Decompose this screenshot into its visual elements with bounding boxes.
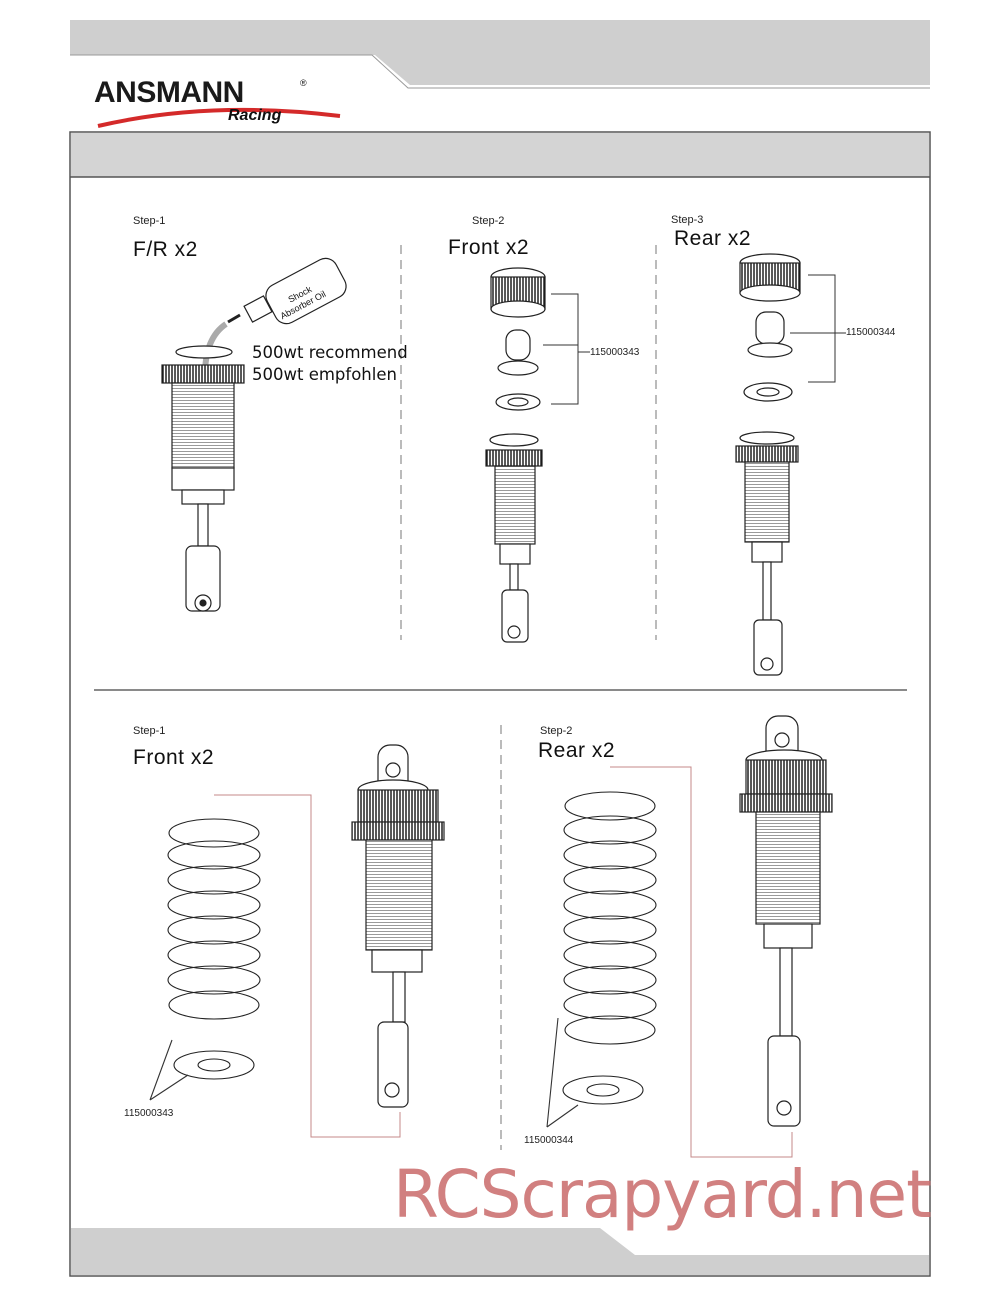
step-title: Rear x2 xyxy=(674,227,752,250)
part-number: 115000343 xyxy=(124,1108,174,1119)
oil-bottle: Shock Absorber Oil xyxy=(202,257,347,376)
front-shock-assembled xyxy=(351,744,445,1108)
part-number: 115000344 xyxy=(524,1135,574,1146)
step-label: Step-2 xyxy=(472,215,505,227)
logo-racing: Racing xyxy=(228,107,282,124)
leader-line xyxy=(214,794,401,1138)
step-label: Step-1 xyxy=(133,725,166,737)
title-band xyxy=(71,133,929,177)
step-label: Step-3 xyxy=(671,214,704,226)
logo-wordmark: ANSMANN xyxy=(94,76,244,109)
footer-bar xyxy=(71,1228,929,1275)
step-title: F/R x2 xyxy=(133,238,198,261)
leader-line xyxy=(610,766,793,1158)
rear-spring xyxy=(546,791,657,1128)
step-title: Rear x2 xyxy=(538,739,616,762)
step-title: Front x2 xyxy=(448,236,530,259)
watermark: RCScrapyard.net xyxy=(393,1156,932,1233)
svg-text:®: ® xyxy=(300,78,307,88)
step-label: Step-2 xyxy=(540,725,573,737)
shock-body xyxy=(161,345,245,612)
part-number: 115000344 xyxy=(846,327,896,338)
rear-shock-assembled xyxy=(739,715,833,1127)
oil-note-de: 500wt empfohlen xyxy=(252,365,397,384)
front-spring xyxy=(149,818,261,1101)
front-shock-parts xyxy=(485,267,590,643)
step-title: Front x2 xyxy=(133,746,215,769)
brand-logo: ANSMANN ® Racing xyxy=(90,72,350,132)
oil-note-en: 500wt recommend xyxy=(252,343,408,362)
step-label: Step-1 xyxy=(133,215,166,227)
part-number: 115000343 xyxy=(590,347,640,358)
header-bar xyxy=(70,20,930,85)
rear-shock-parts xyxy=(735,253,846,676)
content-frame xyxy=(69,131,931,1277)
